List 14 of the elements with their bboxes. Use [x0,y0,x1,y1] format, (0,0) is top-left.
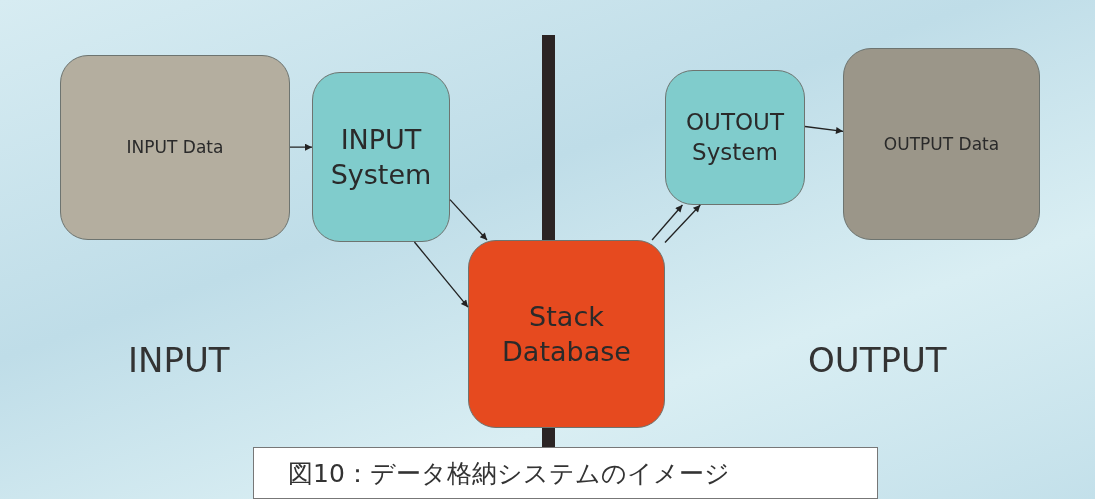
arrow [651,204,684,241]
arrow [289,143,313,151]
data-box: OUTPUT Data [843,48,1040,240]
arrow [413,241,469,308]
arrow [664,204,701,244]
database-box: Stack Database [468,240,665,428]
arrow [449,198,488,241]
arrow [804,125,844,134]
system-box: OUTOUT System [665,70,805,205]
region-label: INPUT [128,340,230,380]
data-box: INPUT Data [60,55,290,240]
system-box: INPUT System [312,72,450,242]
region-label: OUTPUT [808,340,947,380]
caption-box: 図10：データ格納システムのイメージ [253,447,878,499]
